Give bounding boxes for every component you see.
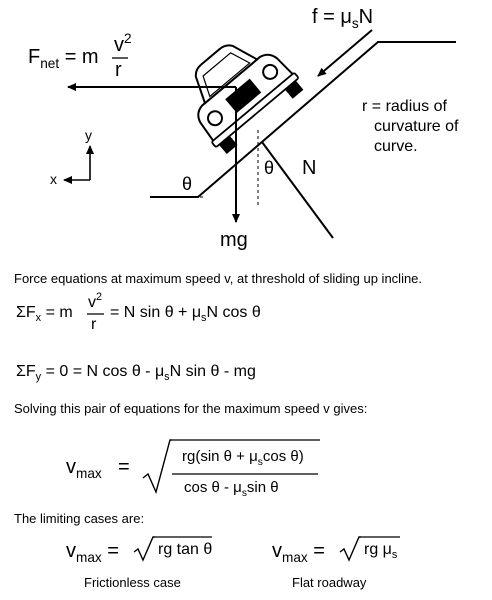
limiting-cases-text: The limiting cases are: bbox=[14, 511, 145, 526]
sum-fx-lhs: ΣFx = m bbox=[16, 304, 73, 324]
flat-vmax: vmax = bbox=[272, 540, 325, 565]
friction-force-arrow bbox=[317, 29, 373, 77]
vmax-lhs: vmax bbox=[66, 456, 102, 481]
frictionless-caption: Frictionless case bbox=[84, 575, 181, 590]
friction-force-label: f = μsN bbox=[312, 6, 374, 31]
flat-expression: rg μs bbox=[364, 541, 398, 561]
vmax-numerator: rg(sin θ + μscos θ) bbox=[182, 448, 304, 468]
flat-radical-sign bbox=[339, 536, 361, 562]
normal-angle-label: θ bbox=[264, 158, 275, 178]
normal-force-line bbox=[261, 141, 334, 239]
frictionless-vmax: vmax = bbox=[66, 540, 119, 565]
sum-fy-equation: ΣFy = 0 = N cos θ - μsN sin θ - mg bbox=[16, 363, 256, 383]
frictionless-expression: rg tan θ bbox=[158, 541, 213, 558]
radius-definition-line-3: curve. bbox=[374, 138, 418, 155]
net-force-numerator: v2 bbox=[114, 30, 132, 56]
radius-definition: r = radius of curvature of curve. bbox=[362, 97, 458, 157]
net-force-denominator: r bbox=[115, 59, 122, 81]
intro-text: Force equations at maximum speed v, at t… bbox=[14, 271, 423, 286]
sum-fx-numerator: v2 bbox=[88, 291, 103, 311]
sum-fx-denominator: r bbox=[91, 316, 97, 333]
vmax-radical-sign bbox=[142, 439, 172, 495]
net-force-label: Fnet = m bbox=[28, 46, 99, 71]
y-axis-label: y bbox=[85, 127, 92, 143]
car-icon bbox=[194, 44, 304, 155]
incline-angle-label: θ bbox=[182, 174, 193, 194]
flat-caption: Flat roadway bbox=[292, 575, 367, 590]
vmax-equals: = bbox=[118, 456, 130, 478]
frictionless-radical-sign bbox=[133, 536, 155, 562]
normal-force-label: N bbox=[302, 157, 317, 179]
road-surface bbox=[150, 41, 456, 198]
sum-fx-rhs: = N sin θ + μsN cos θ bbox=[110, 304, 261, 324]
radius-definition-line-1: r = radius of bbox=[362, 98, 447, 115]
weight-label: mg bbox=[220, 229, 248, 251]
radius-definition-line-2: curvature of bbox=[374, 118, 459, 135]
vmax-denominator: cos θ - μssin θ bbox=[184, 479, 279, 499]
x-axis-label: x bbox=[50, 171, 57, 187]
solving-text: Solving this pair of equations for the m… bbox=[14, 401, 368, 416]
